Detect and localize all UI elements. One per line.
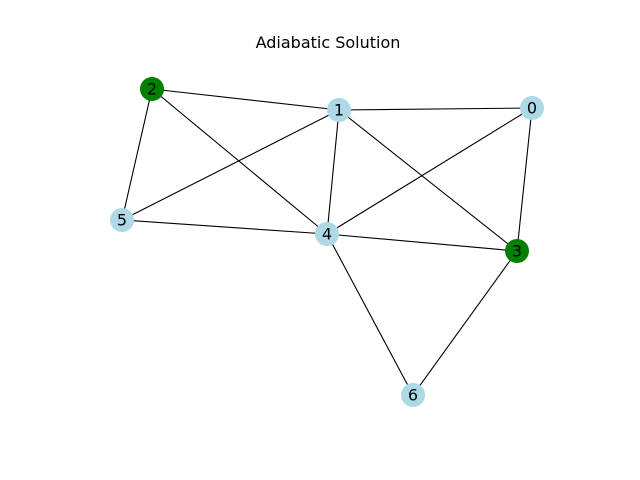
node-5: 5 [110,208,134,232]
figure-title: Adiabatic Solution [256,33,401,52]
edge-1-4 [326,109,340,235]
edge-3-6 [412,250,518,396]
node-circle-1 [327,98,351,122]
edge-0-3 [516,107,533,252]
edge-2-1 [151,88,340,111]
node-label-2: 2 [147,80,157,99]
edge-4-3 [326,233,518,252]
node-circle-4 [315,222,339,246]
edge-0-4 [326,107,533,235]
node-circle-5 [110,208,134,232]
edge-4-6 [326,233,414,396]
node-2: 2 [140,77,164,101]
node-label-0: 0 [527,99,537,118]
edge-1-3 [338,109,518,252]
node-label-1: 1 [334,101,344,120]
edge-1-0 [338,107,533,111]
node-0: 0 [520,96,544,120]
edge-1-5 [121,109,340,221]
node-label-5: 5 [117,211,127,230]
node-6: 6 [401,383,425,407]
node-1: 1 [327,98,351,122]
edge-5-4 [121,219,328,235]
node-label-4: 4 [322,225,332,244]
node-3: 3 [505,239,529,263]
nodes-layer: 0 1 2 3 4 5 6 [110,77,544,407]
node-4: 4 [315,222,339,246]
edges-layer [121,88,533,396]
edge-2-5 [121,88,153,221]
node-circle-0 [520,96,544,120]
node-circle-3 [505,239,529,263]
node-label-3: 3 [512,242,522,261]
node-circle-6 [401,383,425,407]
edge-2-4 [151,88,328,235]
node-circle-2 [140,77,164,101]
node-label-6: 6 [408,386,418,405]
